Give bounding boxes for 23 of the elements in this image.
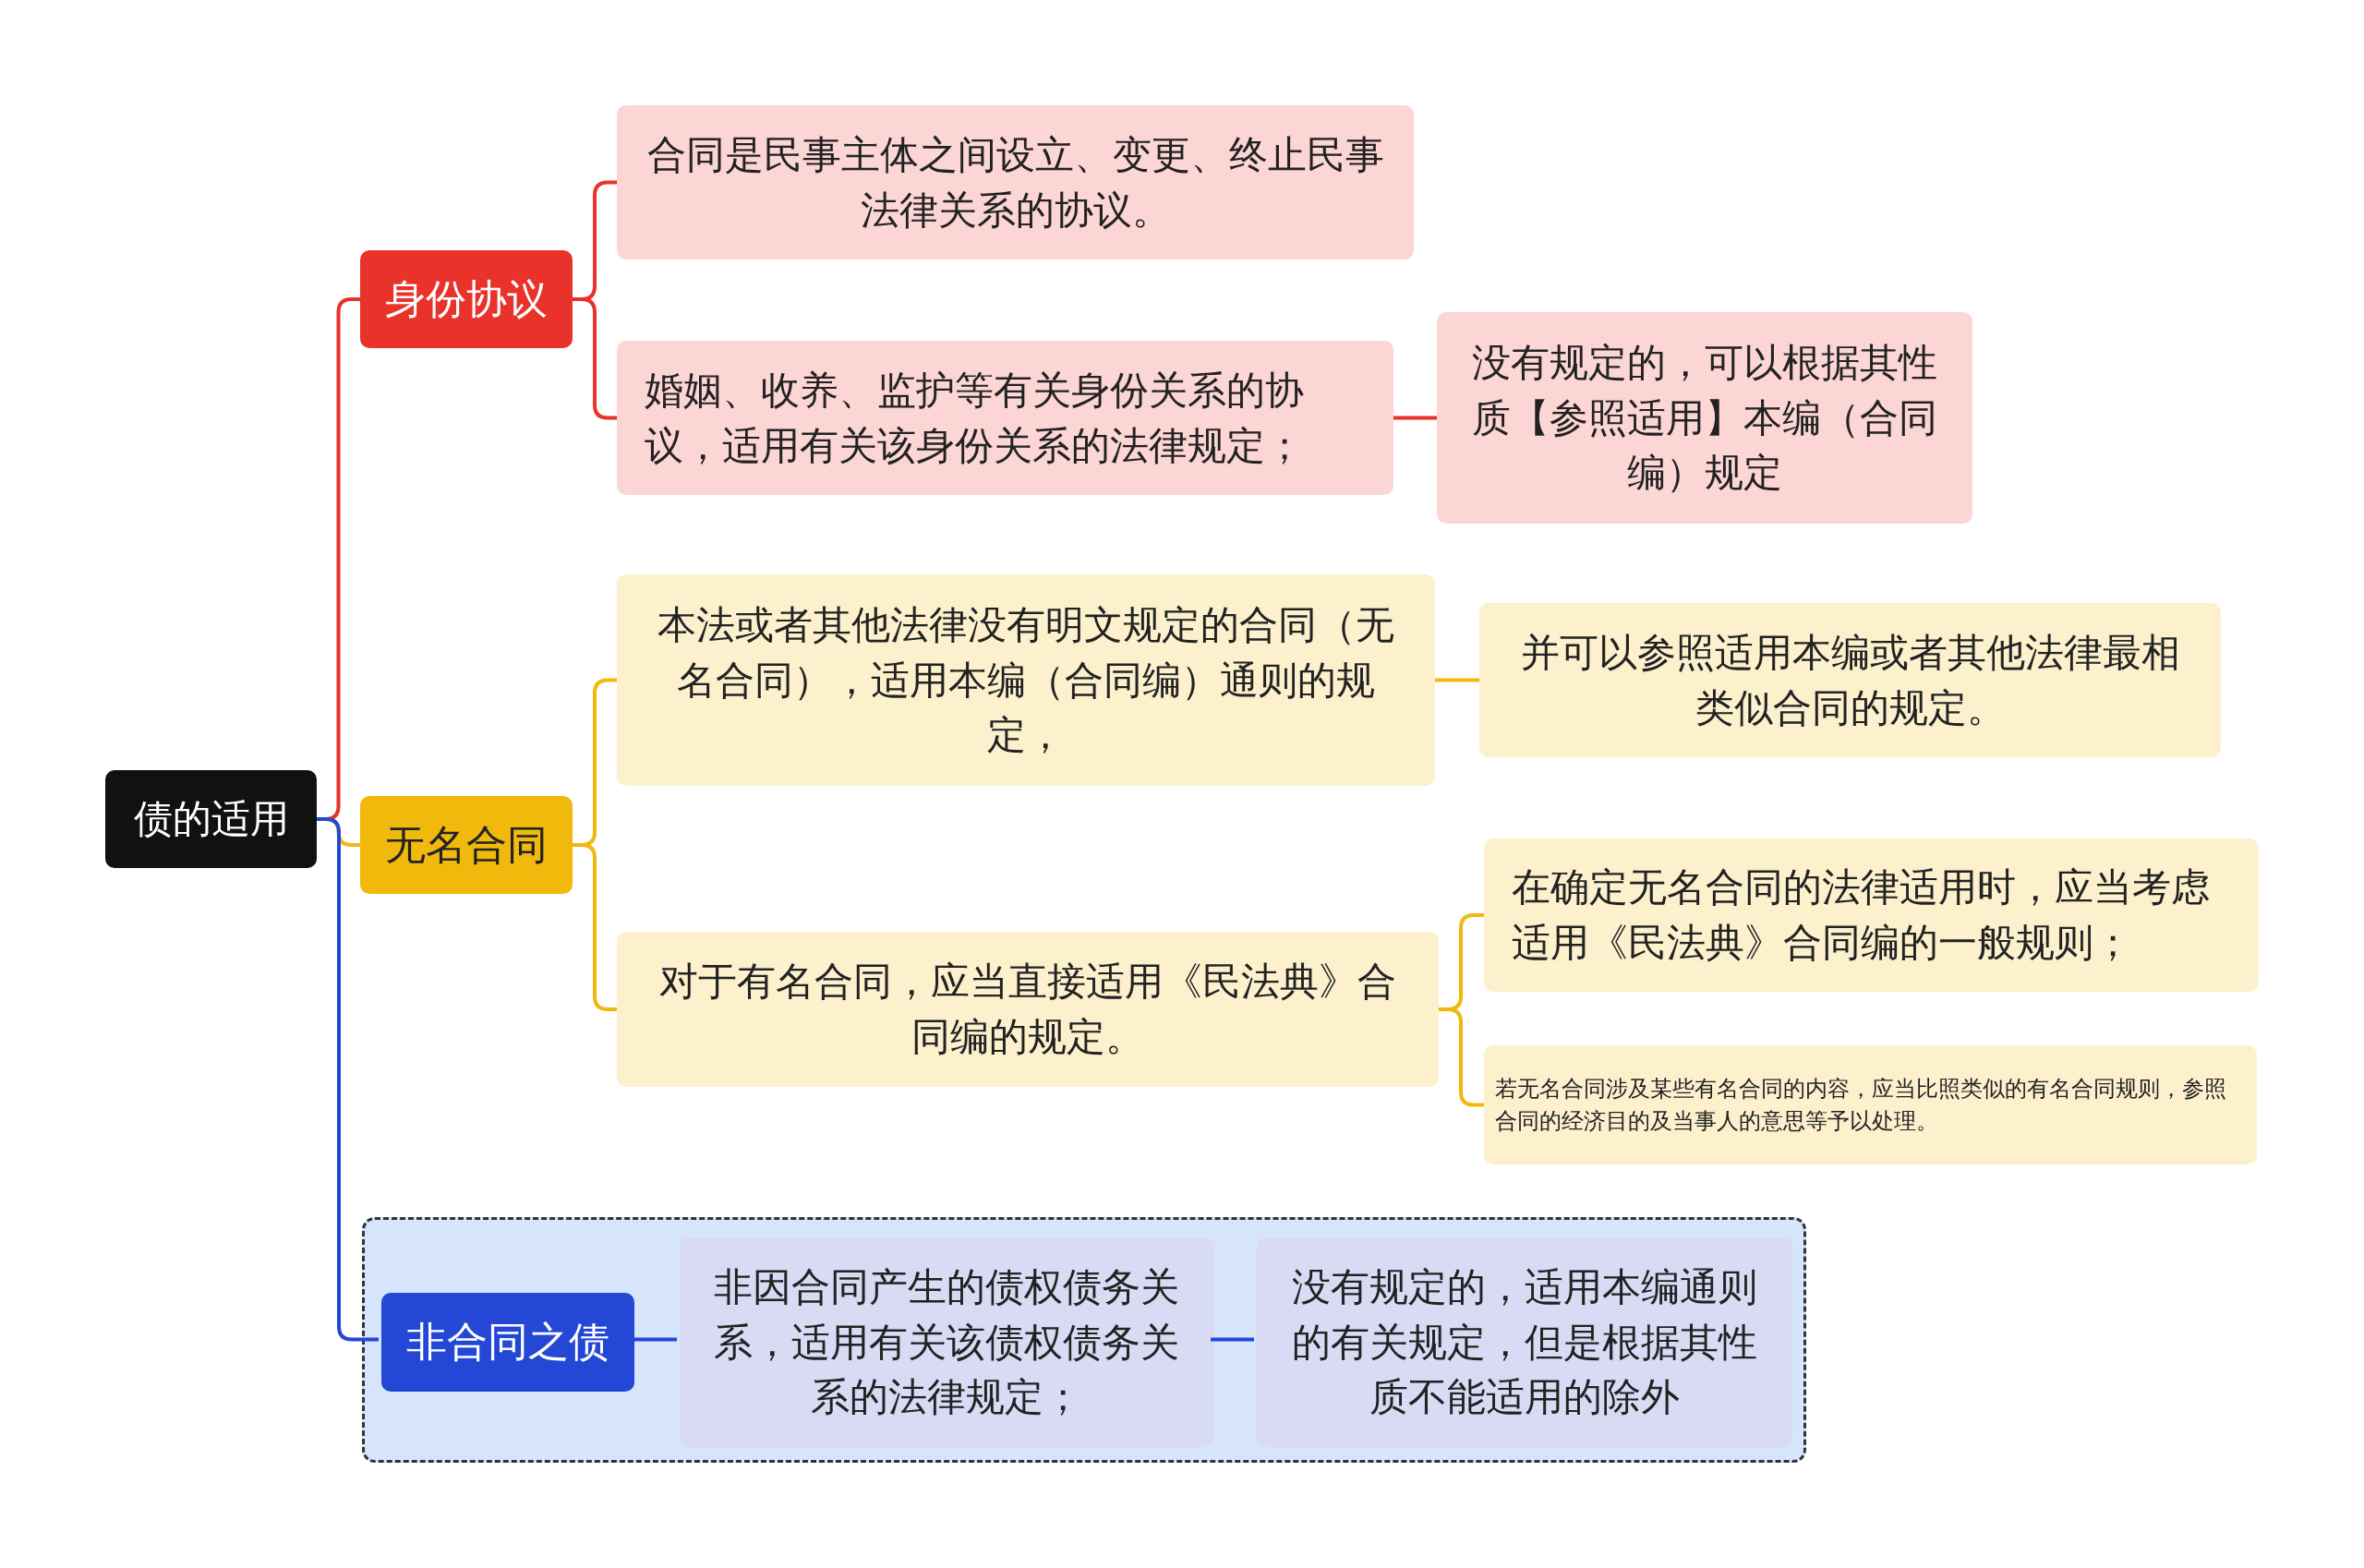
text-box: 对于有名合同，应当直接适用《民法典》合同编的规定。 [617,932,1439,1087]
text-box: 若无名合同涉及某些有名合同的内容，应当比照类似的有名合同规则，参照合同的经济目的及当事人的意思等予以处理。 [1484,1045,2257,1164]
connector [632,1337,677,1342]
text-box: 非因合同产生的债权债务关系，适用有关该债权债务关系的法律规定； [680,1237,1213,1447]
connector [573,843,617,1011]
text-box: 没有规定的，可以根据其性质【参照适用】本编（合同编）规定 [1437,312,1972,524]
root-topic: 债的适用 [105,770,317,868]
connector [317,817,379,1342]
topic-box: 非合同之债 [381,1293,634,1392]
connector [573,297,617,420]
text-box: 在确定无名合同的法律适用时，应当考虑适用《民法典》合同编的一般规则； [1484,838,2259,992]
topic-box: 身份协议 [360,250,573,348]
text-box: 本法或者其他法律没有明文规定的合同（无名合同），适用本编（合同编）通则的规定， [617,574,1435,786]
text-box: 并可以参照适用本编或者其他法律最相类似合同的规定。 [1479,603,2221,757]
connector [1439,1007,1484,1107]
group-frame [362,1217,1806,1463]
text-box: 合同是民事主体之间设立、变更、终止民事法律关系的协议。 [617,105,1414,259]
connector [1393,416,1437,420]
connector [1435,678,1479,682]
connector [1211,1337,1254,1342]
text-box: 婚姻、收养、监护等有关身份关系的协议，适用有关该身份关系的法律规定； [617,341,1393,495]
text-box: 没有规定的，适用本编通则的有关规定，但是根据其性质不能适用的除外 [1257,1237,1792,1447]
topic-box: 无名合同 [360,796,573,894]
